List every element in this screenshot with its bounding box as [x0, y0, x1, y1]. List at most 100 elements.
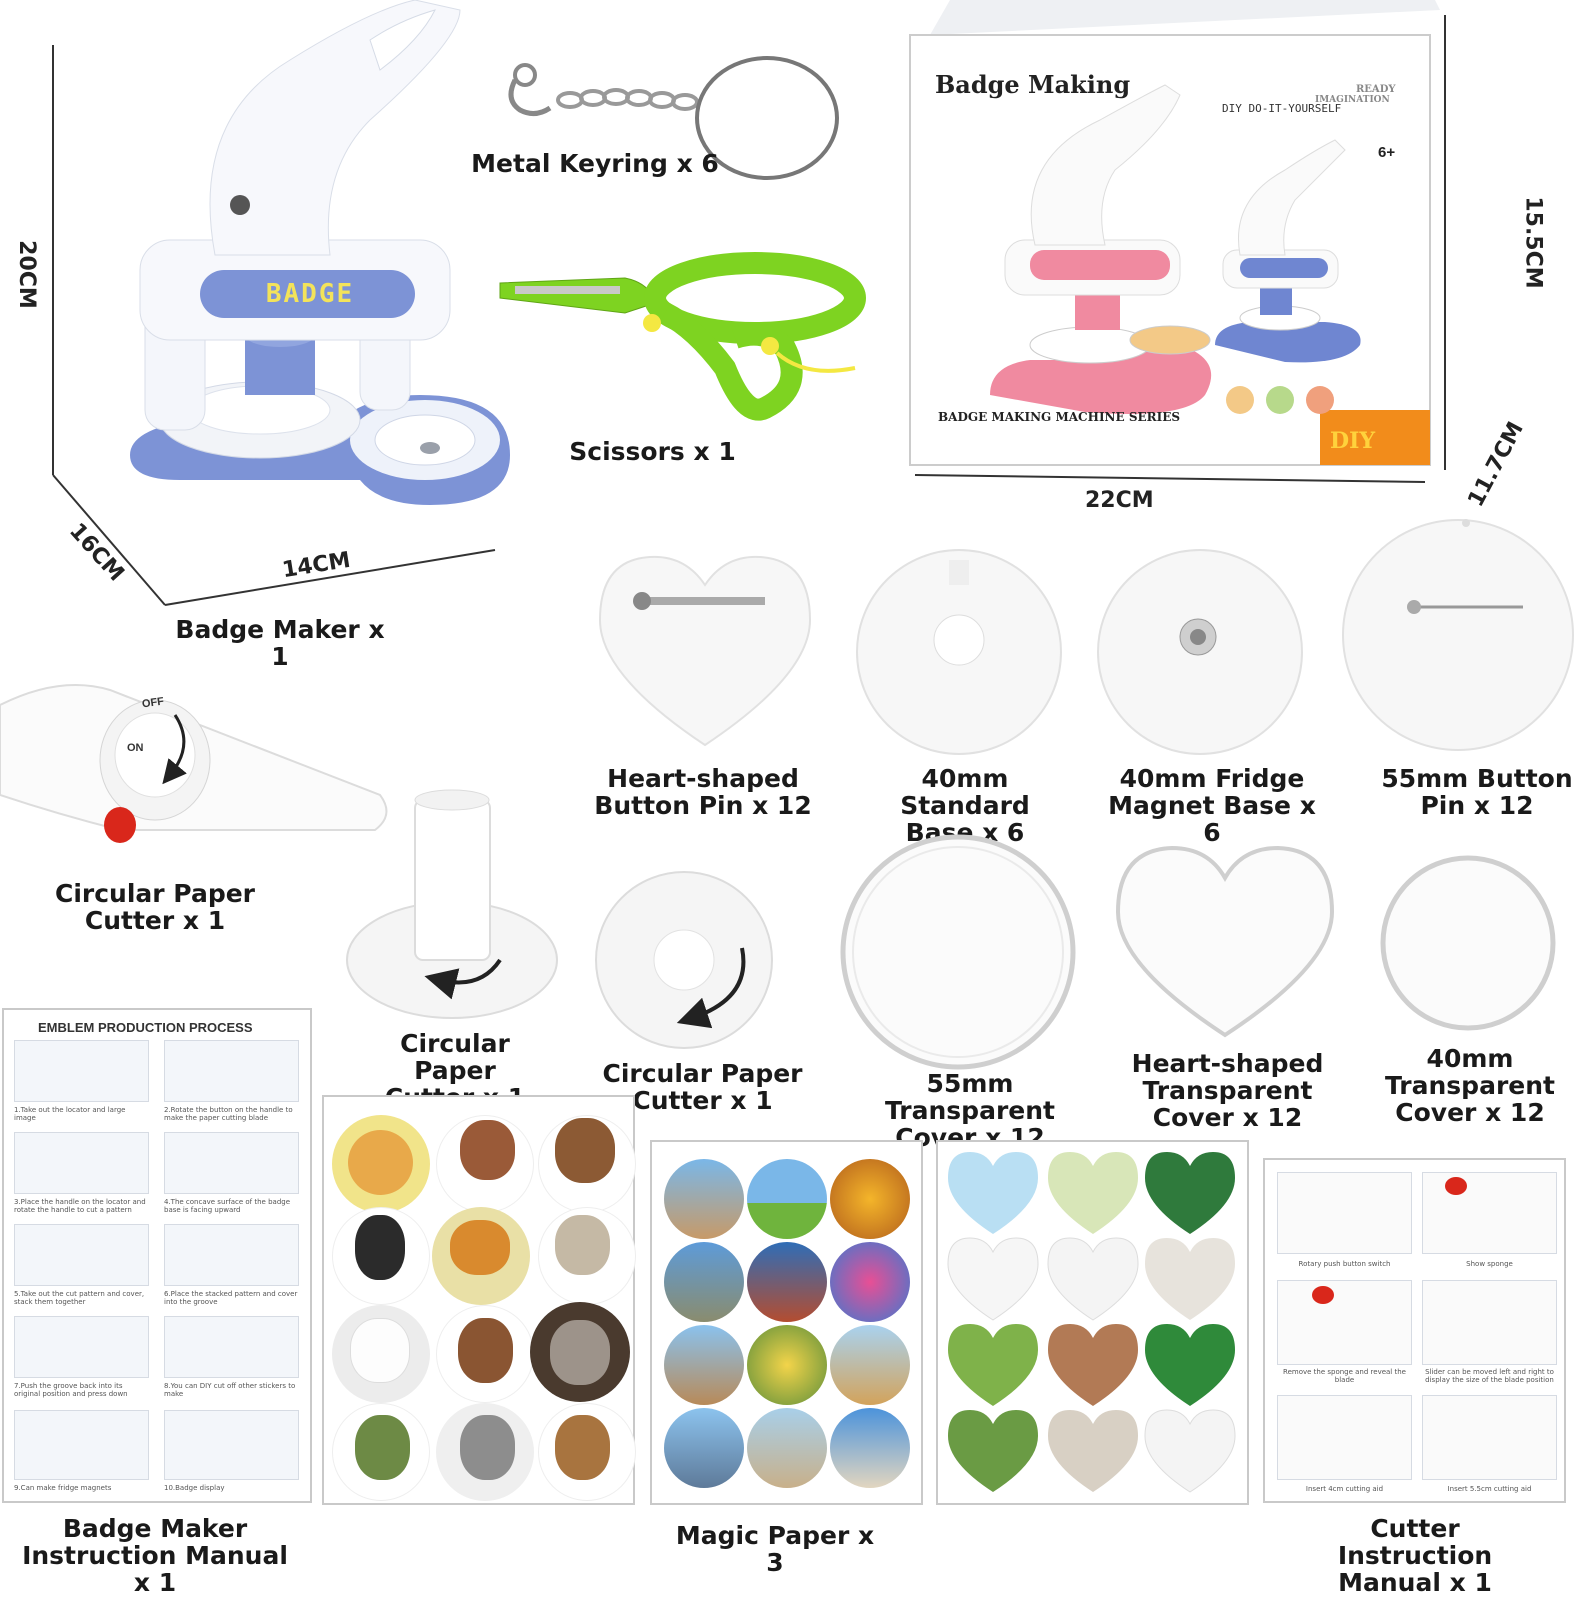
keyring-image — [508, 56, 839, 180]
cutter-step-6-text: Insert 5.5cm cutting aid — [1447, 1485, 1532, 1493]
landmark-4 — [664, 1242, 744, 1322]
heart-sticker-4 — [947, 1237, 1039, 1321]
scissors-image — [499, 252, 866, 421]
badge-maker-image — [52, 0, 510, 606]
sticker-1-art — [348, 1130, 413, 1195]
landmark-5 — [747, 1242, 827, 1322]
manual-step-10 — [164, 1410, 299, 1480]
manual-step-3 — [14, 1132, 149, 1194]
heart-sticker-12 — [1144, 1409, 1236, 1493]
cutter-ring-image — [595, 871, 773, 1049]
heart-sticker-5 — [1047, 1237, 1139, 1321]
manual-step-7 — [14, 1316, 149, 1378]
button-pin-55-image — [1342, 519, 1574, 751]
landmark-6 — [830, 1242, 910, 1322]
manual-step-9-text: 9.Can make fridge magnets — [14, 1484, 112, 1492]
instruction-manual-label: Badge Maker Instruction Manual x 1 — [22, 1514, 288, 1597]
manual-step-5 — [14, 1224, 149, 1286]
cutter-step-2-text: Show sponge — [1466, 1260, 1513, 1268]
sticker-6-art — [555, 1215, 610, 1275]
box-width-dimension: 22CM — [1085, 488, 1154, 513]
heart-sticker-10 — [948, 1410, 1038, 1492]
box-depth-dimension: 11.7CM — [1463, 417, 1529, 512]
sponge-red-dot-2 — [1312, 1286, 1334, 1304]
cutter-dial-on: ON — [127, 742, 144, 754]
cutter-step-5-text: Insert 4cm cutting aid — [1305, 1485, 1384, 1493]
manual-step-5-text: 5.Take out the cut pattern and cover, st… — [14, 1290, 145, 1306]
sticker-4-art — [355, 1215, 405, 1280]
cutter-step-6 — [1422, 1395, 1557, 1480]
sticker-5-art — [450, 1220, 510, 1275]
landmark-2 — [747, 1159, 827, 1239]
cover-55-label: 55mm Transparent Cover x 12 — [885, 1069, 1055, 1152]
badge-maker-brand: BADGE — [265, 279, 355, 309]
cover-40-label: 40mm Transparent Cover x 12 — [1385, 1044, 1555, 1127]
landmark-11 — [747, 1408, 827, 1488]
heart-sticker-6 — [1145, 1238, 1235, 1320]
button-pin-55-label: 55mm Button Pin x 12 — [1381, 764, 1573, 820]
sticker-10-art — [355, 1415, 410, 1480]
box-title: Badge Making — [935, 70, 1131, 99]
box-corner-line1: READY — [1356, 84, 1396, 95]
manual-step-6 — [164, 1224, 299, 1286]
manual-step-1-text: 1.Take out the locator and large image — [14, 1106, 126, 1122]
maker-height-dimension: 20CM — [13, 240, 39, 309]
landmark-9 — [830, 1325, 910, 1405]
keyring-label: Metal Keyring x 6 — [471, 149, 719, 178]
magnet-base-label: 40mm Fridge Magnet Base x 6 — [1108, 764, 1316, 847]
box-corner-line2: IMAGINATION — [1315, 95, 1390, 105]
heart-stickers — [947, 1152, 1236, 1493]
sticker-9-art — [550, 1320, 610, 1385]
box-tagline: DIY DO-IT-YOURSELF — [1222, 102, 1342, 115]
manual-step-2 — [164, 1040, 299, 1102]
box-diy: DIY — [1330, 428, 1376, 454]
manual-step-7-text: 7.Push the groove back into its original… — [14, 1382, 128, 1398]
manual-step-2-text: 2.Rotate the button on the handle to mak… — [164, 1106, 293, 1122]
heart-pin-label: Heart-shaped Button Pin x 12 — [594, 764, 812, 820]
manual-step-8-text: 8.You can DIY cut off other stickers to … — [164, 1382, 296, 1398]
cover-40-image — [1380, 855, 1556, 1031]
cutter-step-2 — [1422, 1172, 1557, 1254]
landmark-8 — [747, 1325, 827, 1405]
box-age: 6+ — [1378, 144, 1396, 161]
manual-step-9 — [14, 1410, 149, 1480]
manual-step-6-text: 6.Place the stacked pattern and cover in… — [164, 1290, 298, 1306]
badge-maker-label: Badge Maker x 1 — [175, 615, 385, 671]
cutter-step-3 — [1277, 1280, 1412, 1365]
box-series: BADGE MAKING MACHINE SERIES — [938, 410, 1181, 424]
cutter-step-4 — [1422, 1280, 1557, 1365]
cutter-step-1 — [1277, 1172, 1412, 1254]
heart-sticker-8 — [1048, 1324, 1138, 1406]
sticker-3-art — [555, 1118, 615, 1183]
sponge-red-dot — [1445, 1177, 1467, 1195]
magnet-base-image — [1097, 549, 1303, 755]
sticker-12-art — [555, 1415, 610, 1480]
landmark-1 — [664, 1159, 744, 1239]
landmark-7 — [664, 1325, 744, 1405]
cutter-handle-label: Circular Paper Cutter x 1 — [54, 879, 256, 935]
manual-heading: EMBLEM PRODUCTION PROCESS — [38, 1020, 253, 1035]
standard-base-label: 40mm Standard Base x 6 — [900, 764, 1030, 847]
heart-sticker-9 — [1145, 1324, 1235, 1406]
heart-sticker-11 — [1048, 1410, 1138, 1492]
standard-base-image — [856, 549, 1062, 755]
heart-sticker-7 — [948, 1324, 1038, 1406]
manual-step-8 — [164, 1316, 299, 1378]
heart-cover-image — [1115, 845, 1335, 1038]
sticker-7-art — [350, 1318, 410, 1383]
sticker-11-art — [460, 1415, 515, 1480]
heart-cover-label: Heart-shaped Transparent Cover x 12 — [1131, 1049, 1324, 1132]
cutter-step-5 — [1277, 1395, 1412, 1480]
product-box-image — [909, 0, 1446, 483]
landmark-3 — [830, 1159, 910, 1239]
manual-step-4 — [164, 1132, 299, 1194]
box-height-dimension: 15.5CM — [1520, 196, 1546, 289]
heart-sticker-3 — [1145, 1152, 1235, 1234]
cutter-handle-image — [0, 684, 388, 843]
cutter-ring-label: Circular Paper Cutter x 1 — [602, 1059, 803, 1115]
manual-step-3-text: 3.Place the handle on the locator and ro… — [14, 1198, 146, 1214]
heart-sticker-1 — [948, 1152, 1038, 1234]
cutter-locator-image — [346, 789, 558, 1019]
cover-55-image — [840, 834, 1076, 1070]
magic-paper-label: Magic Paper x 3 — [675, 1521, 875, 1577]
